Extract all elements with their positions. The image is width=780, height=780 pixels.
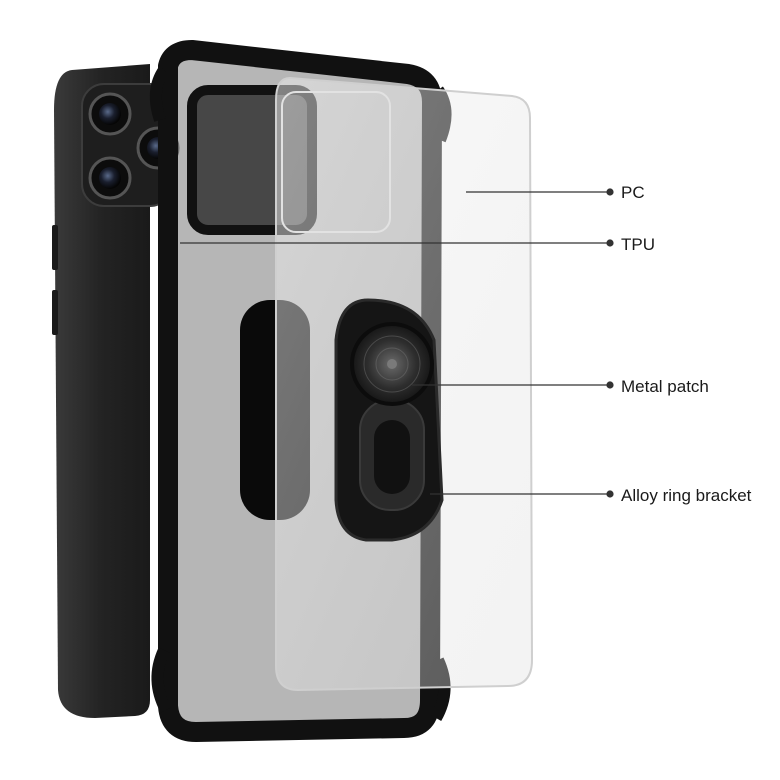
label-tpu: TPU [621, 235, 655, 254]
label-alloy-ring-bracket: Alloy ring bracket [621, 486, 752, 505]
metal-patch-disc [350, 322, 434, 406]
metal-leader-dot [606, 381, 614, 389]
pc-leader-dot [606, 188, 614, 196]
label-pc: PC [621, 183, 645, 202]
label-metal-patch: Metal patch [621, 377, 709, 396]
tpu-leader-dot [606, 239, 614, 247]
leader-lines [180, 188, 614, 498]
alloy-leader-dot [606, 490, 614, 498]
phone-body [52, 64, 150, 718]
